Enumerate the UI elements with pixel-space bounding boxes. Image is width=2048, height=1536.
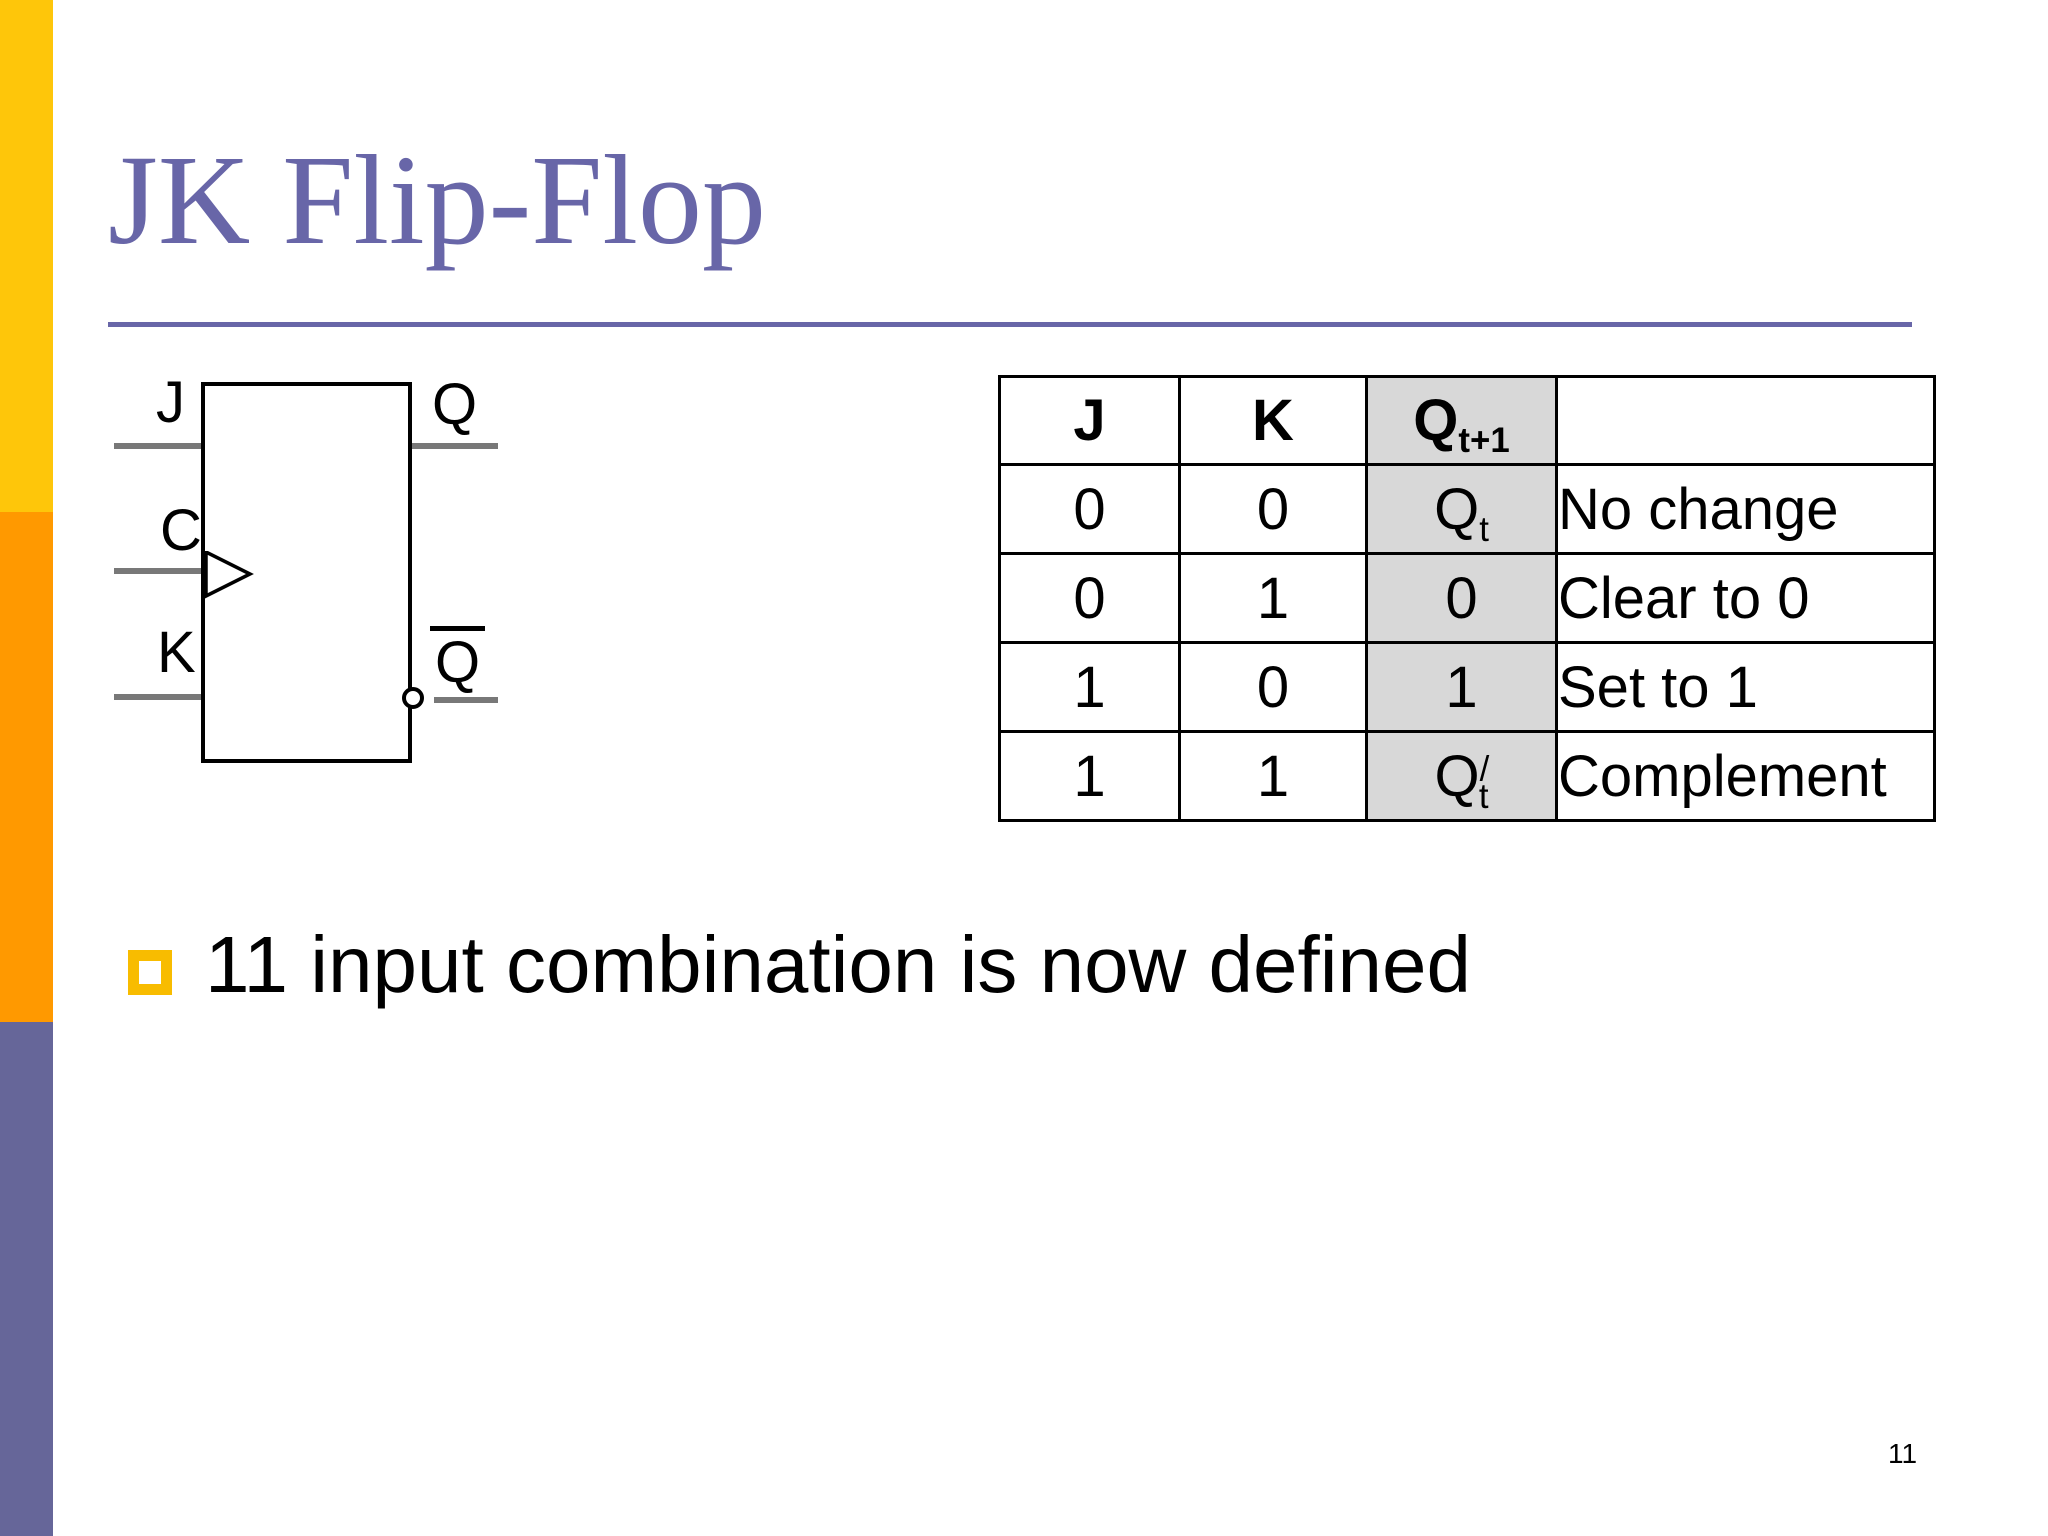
cell-q-next: 0 (1365, 552, 1558, 644)
bullet-icon (128, 950, 172, 995)
cell-q-base: 0 (1445, 565, 1478, 631)
cell-j: 0 (998, 552, 1181, 644)
cell-k: 0 (1178, 463, 1368, 555)
output-wire-q (411, 443, 498, 449)
cell-q-next: 1 (1365, 641, 1558, 733)
input-wire-j (114, 443, 202, 449)
header-description (1555, 375, 1936, 466)
cell-k: 1 (1178, 552, 1368, 644)
cell-description: Clear to 0 (1555, 552, 1936, 644)
cell-j: 0 (998, 463, 1181, 555)
cell-q-subscript: t (1479, 509, 1489, 549)
input-label-k: K (157, 620, 196, 685)
title-divider-line (108, 322, 1912, 327)
accent-bar-yellow-segment (0, 0, 53, 512)
cell-k: 0 (1178, 641, 1368, 733)
accent-bar-purple-segment (0, 1022, 53, 1536)
page-number: 11 (1888, 1438, 1918, 1469)
cell-q-prime: / (1479, 748, 1490, 788)
header-k: K (1178, 375, 1368, 466)
output-label-q: Q (432, 372, 478, 437)
truth-table-header-row: J K Qt+1 (998, 375, 1936, 466)
cell-q-next: Q/t (1365, 730, 1558, 822)
slide-title: JK Flip-Flop (108, 129, 766, 271)
input-wire-k (114, 694, 202, 700)
cell-q-base: Q (1434, 476, 1480, 542)
cell-q-base: Q (1434, 743, 1480, 809)
cell-q-base: 1 (1445, 654, 1478, 720)
cell-description: Set to 1 (1555, 641, 1936, 733)
input-label-clock: C (160, 498, 202, 563)
header-q-base: Q (1413, 388, 1459, 453)
left-accent-bar (0, 0, 53, 1536)
cell-description: No change (1555, 463, 1936, 555)
inverted-output-bubble-icon (402, 687, 424, 709)
cell-j: 1 (998, 641, 1181, 733)
output-wire-q-complement (434, 697, 498, 703)
jk-truth-table: J K Qt+1 0 0 Qt No change 0 1 0 Clear to… (998, 375, 1936, 822)
input-wire-clock (114, 568, 202, 574)
table-row: 0 0 Qt No change (998, 463, 1936, 555)
input-label-j: J (156, 370, 185, 435)
cell-description: Complement (1555, 730, 1936, 822)
clock-edge-triangle-icon (205, 551, 254, 599)
header-q-next: Qt+1 (1365, 375, 1558, 466)
cell-k: 1 (1178, 730, 1368, 822)
cell-j: 1 (998, 730, 1181, 822)
table-row: 0 1 0 Clear to 0 (998, 552, 1936, 644)
cell-q-next: Qt (1365, 463, 1558, 555)
header-j: J (998, 375, 1181, 466)
table-row: 1 1 Q/t Complement (998, 730, 1936, 822)
output-label-q-complement: Q (430, 626, 486, 692)
table-row: 1 0 1 Set to 1 (998, 641, 1936, 733)
accent-bar-orange-segment (0, 512, 53, 1022)
header-q-subscript: t+1 (1458, 421, 1510, 461)
cell-q-subscript: t (1478, 776, 1489, 816)
q-complement-overbar: Q (430, 626, 486, 692)
bullet-text: 11 input combination is now defined (205, 920, 1472, 1009)
